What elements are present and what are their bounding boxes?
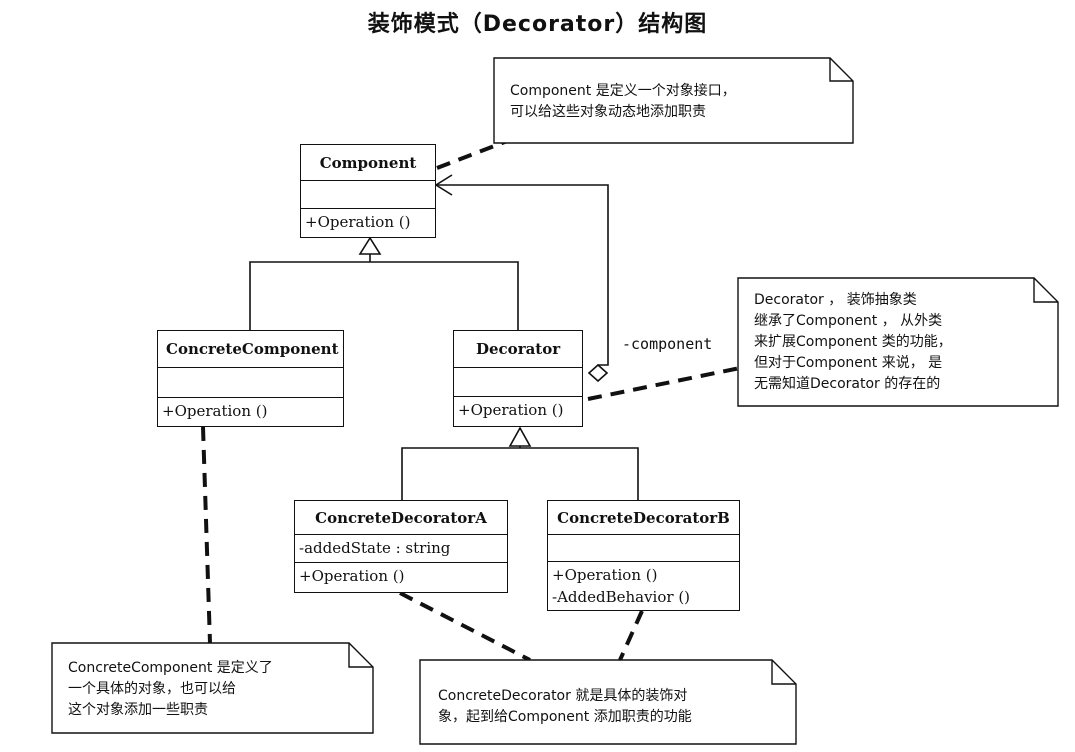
note-connector-decorator-b [618, 610, 644, 661]
aggregation-diamond [587, 363, 609, 383]
generalization-triangle-decorator [508, 426, 532, 447]
note-line: ConcreteDecorator 就是具体的装饰对 [438, 688, 688, 704]
class-concrete-decorator-a: ConcreteDecoratorA -addedState : string … [294, 500, 508, 593]
generalization-line-concrete-component [249, 261, 370, 330]
note-fold-decorator [1033, 278, 1058, 303]
class-name: ConcreteDecoratorB [557, 508, 730, 527]
note-line: Decorator ， 装饰抽象类 [754, 292, 917, 308]
note-concrete-component: ConcreteComponent 是定义了 一个具体的对象，也可以给 这个对象… [58, 652, 348, 727]
class-name: ConcreteDecoratorA [315, 508, 487, 527]
generalization-triangle-component [358, 236, 382, 255]
note-line: 无需知道Decorator 的存在的 [754, 376, 941, 392]
generalization-line-decorator [370, 261, 519, 330]
note-decorator: Decorator ， 装饰抽象类 继承了Component ， 从外类 来扩展… [744, 284, 1034, 401]
operations-section: +Operation () -AddedBehavior () [548, 561, 739, 610]
note-shape-concrete-decorator [419, 659, 797, 745]
aggregation-arrowhead [434, 174, 453, 196]
operations-section: +Operation () [295, 562, 507, 589]
operations-section: +Operation () [454, 396, 582, 423]
diagram-title: 装饰模式（Decorator）结构图 [367, 12, 708, 37]
note-fold-concrete-decorator [771, 660, 796, 685]
class-decorator: Decorator +Operation () [453, 330, 583, 427]
note-line: ConcreteComponent 是定义了 [68, 660, 273, 676]
note-fold-concrete-component [348, 643, 373, 668]
note-line: 但对于Component 来说， 是 [754, 355, 943, 371]
operation: +Operation () [305, 213, 411, 231]
note-fold-component [829, 58, 853, 82]
note-concrete-decorator: ConcreteDecorator 就是具体的装饰对 象，起到给Componen… [428, 680, 778, 734]
note-shape-decorator [737, 277, 1059, 407]
class-concrete-decorator-b: ConcreteDecoratorB +Operation () -AddedB… [547, 500, 740, 611]
note-connector-concrete-component [201, 426, 212, 644]
class-name: Component [319, 153, 417, 172]
generalization-line-decorator-b [520, 447, 639, 500]
note-line: 一个具体的对象，也可以给 [68, 681, 236, 697]
note-line: 可以给这些对象动态地添加职责 [510, 104, 706, 120]
operations-section: +Operation () [158, 397, 343, 424]
attributes-section [301, 180, 435, 208]
attributes-section [454, 367, 582, 396]
operation: -AddedBehavior () [552, 588, 691, 606]
operation: +Operation () [552, 566, 658, 584]
note-line: 这个对象添加一些职责 [68, 702, 208, 718]
operations-section: +Operation () [301, 208, 435, 235]
note-connector-decorator [587, 366, 741, 401]
note-line: Component 是定义一个对象接口， [510, 83, 736, 99]
attributes-section [548, 534, 739, 561]
note-component: Component 是定义一个对象接口， 可以给这些对象动态地添加职责 [500, 75, 830, 129]
operation: +Operation () [458, 401, 564, 419]
attribute: -addedState : string [299, 539, 451, 557]
note-shape-concrete-component [51, 642, 374, 734]
operation: +Operation () [162, 402, 268, 420]
note-shape-component [493, 57, 854, 144]
class-name: Decorator [476, 340, 561, 358]
aggregation-line [436, 184, 609, 366]
association-label: -component [622, 335, 713, 353]
class-component: Component +Operation () [300, 144, 436, 238]
note-line: 象，起到给Component 添加职责的功能 [438, 709, 692, 725]
note-line: 来扩展Component 类的功能， [754, 334, 952, 350]
attributes-section: -addedState : string [295, 534, 507, 562]
class-concrete-component: ConcreteComponent +Operation () [157, 330, 344, 427]
class-name: ConcreteComponent [166, 340, 339, 358]
note-line: 继承了Component ， 从外类 [754, 313, 943, 329]
attributes-section [158, 367, 343, 397]
note-connector-decorator-a [399, 591, 531, 662]
generalization-line-decorator-a [401, 447, 520, 500]
operation: +Operation () [299, 567, 405, 585]
